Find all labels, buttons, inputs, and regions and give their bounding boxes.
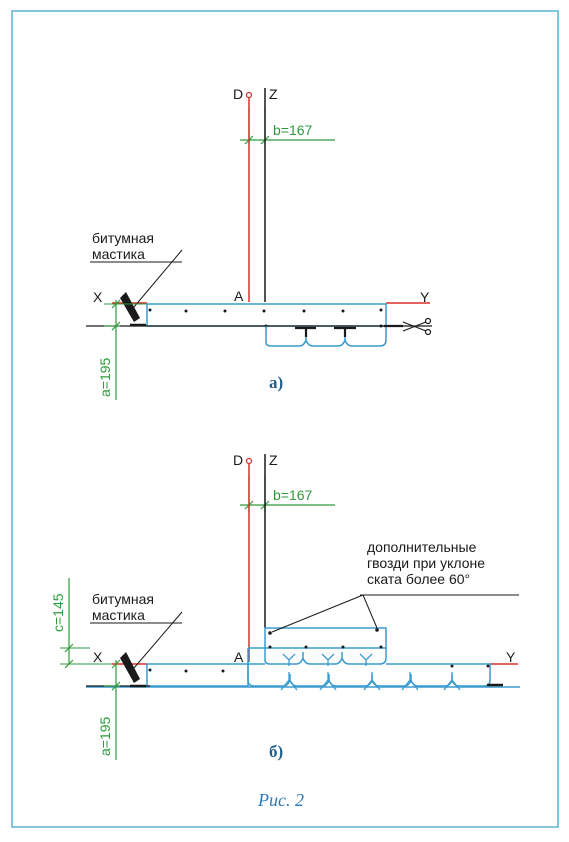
shingle-row-2-top (264, 627, 387, 649)
nails-leader-2 (362, 594, 378, 629)
label-y: Y (420, 289, 430, 305)
diagram-b: b=167 D Z X Y A (50, 452, 520, 761)
mastic-label-line2: мастика (92, 246, 145, 262)
label-d-b: D (233, 452, 243, 468)
mastic-label-b-line1: битумная (92, 591, 154, 607)
shingle-row-1 (247, 663, 491, 687)
figure-caption: Рис. 2 (257, 790, 304, 810)
label-z-b: Z (269, 452, 278, 468)
label-x-b: X (93, 649, 103, 665)
mastic-label-b-line2: мастика (92, 607, 145, 623)
label-a: A (234, 288, 244, 304)
dim-b-label: b=167 (273, 122, 313, 138)
label-d: D (233, 86, 243, 102)
nails-label-line1: дополнительные (367, 539, 477, 555)
dim-a-label-b: a=195 (97, 716, 113, 756)
shingle-tabs (265, 326, 387, 347)
mastic-label-line1: битумная (92, 230, 154, 246)
label-a-b: A (234, 649, 244, 665)
label-y-b: Y (506, 649, 516, 665)
mastic-gun-icon (120, 292, 146, 327)
sublabel-b: б) (269, 742, 283, 761)
dim-c-label: c=145 (50, 593, 66, 632)
scissors-icon (402, 317, 432, 336)
dim-a-label: a=195 (97, 357, 113, 397)
starter-strip-b (146, 663, 249, 687)
shingle-row-2-tabs (264, 648, 387, 665)
nails-label-line2: гвозди при уклоне (367, 555, 485, 571)
mastic-gun-icon-b (120, 652, 146, 688)
diagram-a: b=167 D Z X Y A (86, 86, 432, 400)
nail-markers (280, 653, 461, 691)
nails-leader-1 (271, 594, 364, 633)
starter-strip (146, 303, 387, 327)
nails-label-line3: ската более 60° (367, 571, 470, 587)
outer-border (11, 10, 559, 828)
dim-b-label-b: b=167 (273, 487, 313, 503)
label-z: Z (269, 86, 278, 102)
label-x: X (93, 289, 103, 305)
sublabel-a: а) (269, 373, 283, 392)
